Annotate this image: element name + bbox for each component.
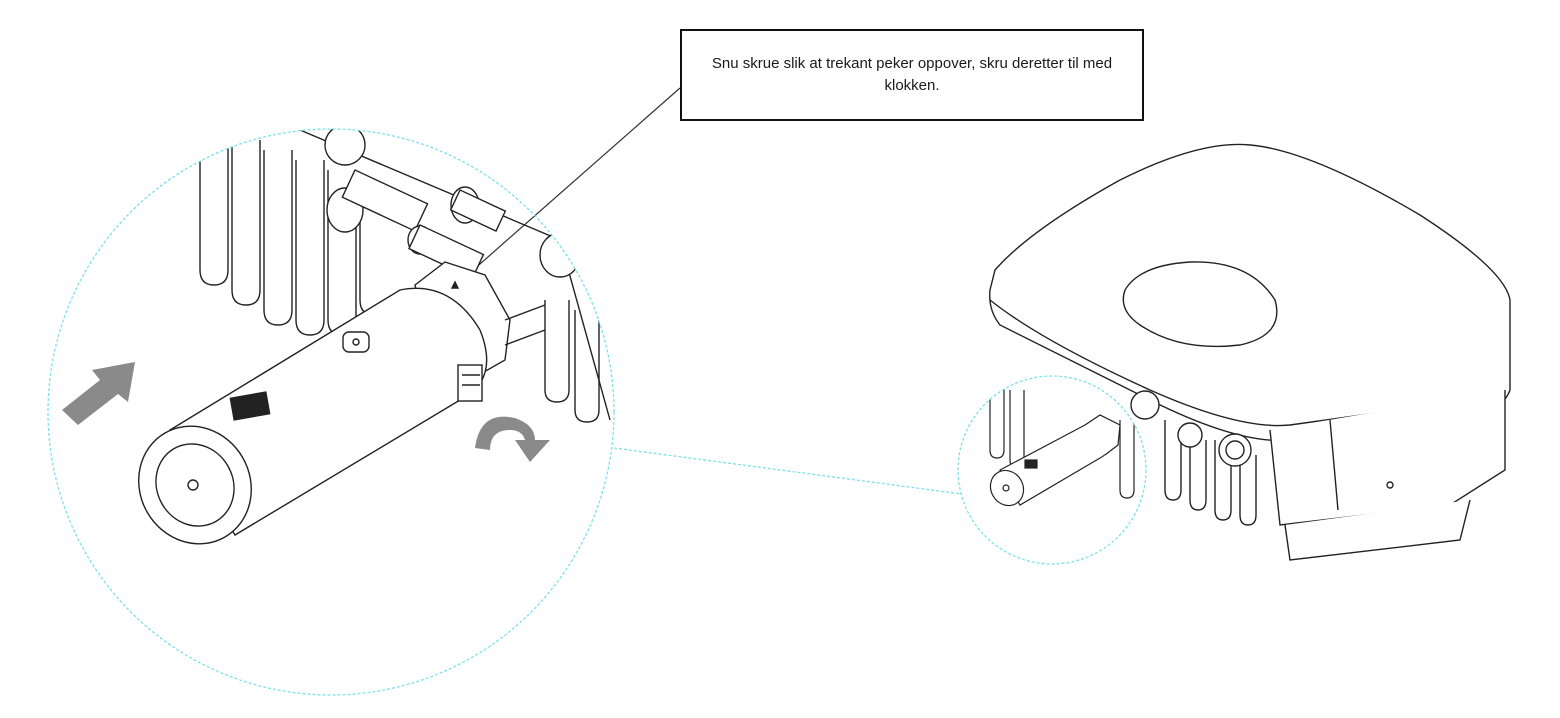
- zoom-detail-circle: [47, 128, 615, 696]
- qr-label: [229, 391, 271, 421]
- connection-area: [989, 380, 1135, 507]
- wifi-dongle: [138, 287, 488, 545]
- instruction-text: Snu skrue slik at trekant peker oppover,…: [711, 55, 1113, 94]
- pv-connectors: [324, 129, 581, 280]
- zoom-connector-line: [613, 447, 963, 495]
- small-detail-circle: [957, 375, 1147, 565]
- callout-leader-line: [454, 87, 681, 287]
- instruction-callout: Snu skrue slik at trekant peker oppover,…: [680, 29, 1144, 121]
- inverter: [989, 143, 1511, 561]
- rotate-clockwise-arrow-icon: [475, 416, 550, 462]
- push-arrow-icon: [62, 362, 135, 425]
- inverter-display: [1122, 261, 1278, 348]
- triangle-mark-icon: [450, 280, 460, 289]
- zoomed-detail: [62, 129, 611, 545]
